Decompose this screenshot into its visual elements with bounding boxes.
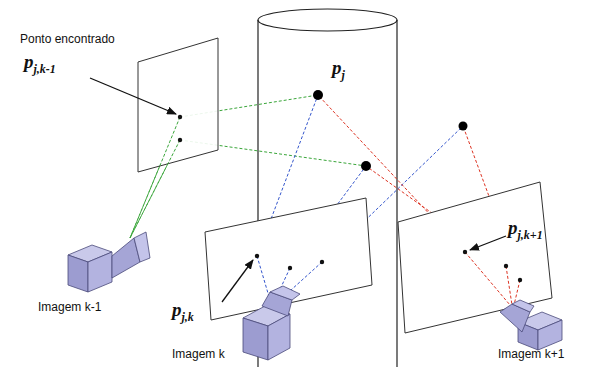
image-label: Imagem k+1 [498,348,564,361]
symbol: p [508,217,518,238]
subscript: j,k-1 [34,62,56,76]
point-3d [459,122,468,131]
image-plane [205,198,372,320]
subscript: j,k+1 [518,228,543,242]
image-plane [138,38,218,172]
camera [68,232,150,292]
point-3d [313,90,323,100]
annotation-text: Ponto encontrado [20,33,115,46]
point-3d [361,161,371,171]
symbol: p [332,57,342,78]
point-label: pj,k [172,300,194,324]
point-label: pj,k-1 [24,52,56,76]
leader-arrow [90,78,506,302]
subscript: j [342,68,345,82]
image-label: Imagem k [172,348,225,361]
symbol: p [172,299,182,320]
camera [500,300,562,350]
point-label: pj,k+1 [508,218,543,242]
point-label: pj [332,58,345,82]
image-plane [398,182,552,333]
symbol: p [24,51,34,72]
image-label: Imagem k-1 [38,301,101,314]
camera [243,286,300,360]
subscript: j,k [182,310,194,324]
